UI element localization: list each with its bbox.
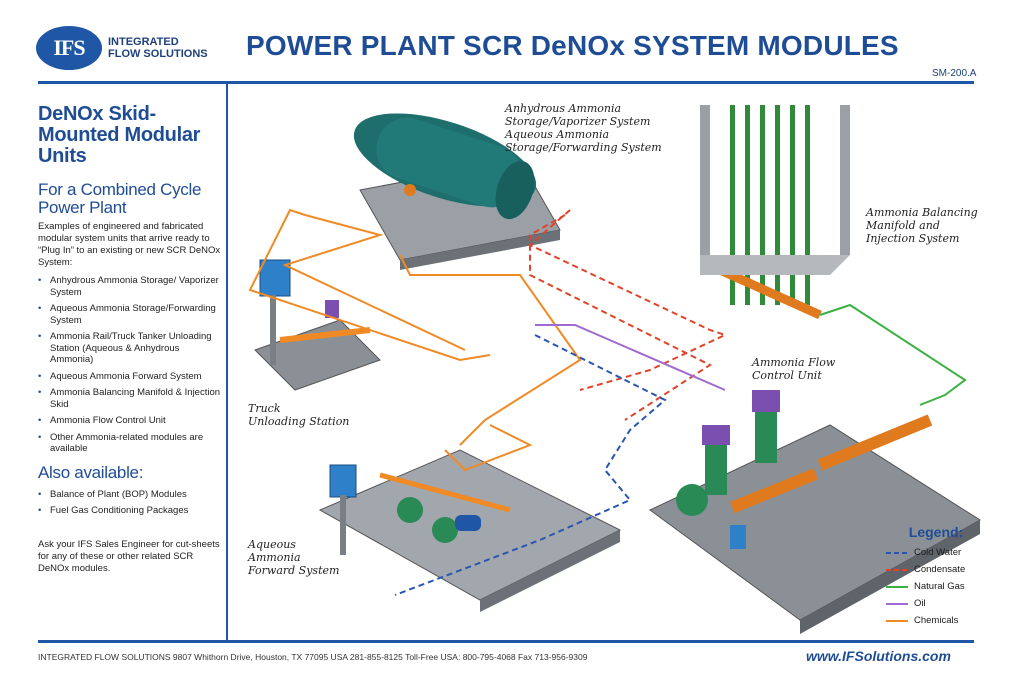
list-item: Ammonia Flow Control Unit — [38, 415, 222, 427]
logo-line-1: INTEGRATED — [108, 36, 179, 48]
truck-unloading-label: Truck Unloading Station — [248, 402, 349, 428]
truck-unloading-module — [254, 259, 381, 391]
legend-label: Chemicals — [914, 615, 959, 626]
bottom-divider — [38, 640, 974, 643]
label-line: Ammonia Flow — [752, 356, 836, 369]
label-line: Storage/Forwarding System — [505, 141, 662, 154]
list-item: Other Ammonia-related modules are availa… — [38, 432, 222, 455]
legend-item-cold-water: Cold Water — [886, 544, 986, 561]
legend-item-condensate: Condensate — [886, 561, 986, 578]
label-line: Aqueous — [248, 538, 296, 551]
page-title: POWER PLANT SCR DeNOx SYSTEM MODULES — [246, 30, 899, 61]
forward-system-label: Aqueous Ammonia Forward System — [248, 538, 339, 577]
sidebar-divider — [226, 84, 228, 640]
label-line: Ammonia Balancing — [866, 206, 978, 219]
label-line: Storage/Vaporizer System — [505, 115, 651, 128]
document-code: SM-200.A — [932, 68, 977, 79]
list-item: Aqueous Ammonia Storage/Forwarding Syste… — [38, 303, 222, 326]
also-available-list: Balance of Plant (BOP) Modules Fuel Gas … — [38, 489, 222, 517]
legend-label: Natural Gas — [914, 581, 965, 592]
oil-pipe — [535, 324, 726, 391]
sidebar-subheading: For a Combined Cycle Power Plant — [38, 180, 202, 217]
condensate-swatch — [886, 568, 908, 571]
condensate-pipe — [528, 209, 728, 421]
natural-gas-swatch — [886, 585, 908, 588]
footer-website-link[interactable]: www.IFSolutions.com — [806, 648, 951, 664]
label-line: Manifold and — [866, 219, 940, 232]
flow-control-label: Ammonia Flow Control Unit — [752, 356, 835, 382]
label-line: Anhydrous Ammonia — [505, 102, 622, 115]
natural-gas-pipe — [819, 303, 967, 406]
legend-item-chemicals: Chemicals — [886, 612, 986, 629]
chemicals-swatch — [886, 619, 908, 622]
sales-engineer-note: Ask your IFS Sales Engineer for cut-shee… — [38, 538, 220, 574]
diagram-illustration — [248, 105, 981, 634]
top-divider — [38, 81, 974, 84]
manifold-module — [700, 105, 850, 320]
legend-label: Condensate — [914, 564, 966, 575]
cold-water-pipe — [394, 334, 667, 596]
list-item: Aqueous Ammonia Forward System — [38, 371, 222, 383]
label-line: Injection System — [866, 232, 960, 245]
storage-label: Anhydrous Ammonia Storage/Vaporizer Syst… — [505, 102, 662, 154]
label-line: Control Unit — [752, 369, 822, 382]
manifold-label: Ammonia Balancing Manifold and Injection… — [866, 206, 978, 245]
flow-control-module — [649, 390, 981, 634]
label-line: Unloading Station — [248, 415, 350, 428]
sidebar-intro: Examples of engineered and fabricated mo… — [38, 221, 221, 268]
label-line: Aqueous Ammonia — [505, 128, 610, 141]
footer-address: INTEGRATED FLOW SOLUTIONS 9807 Whithorn … — [38, 652, 588, 662]
company-logo: IFS INTEGRATED FLOW SOLUTIONS — [36, 26, 226, 72]
legend-label: Cold Water — [914, 547, 962, 558]
legend-label: Oil — [914, 598, 926, 609]
legend-title: Legend: — [908, 524, 964, 540]
also-available-heading: Also available: — [38, 462, 144, 482]
oil-swatch — [886, 602, 908, 605]
storage-tank-module — [353, 113, 561, 270]
legend-item-natural-gas: Natural Gas — [886, 578, 986, 595]
cold-water-swatch — [886, 551, 908, 554]
list-item: Balance of Plant (BOP) Modules — [38, 489, 222, 501]
module-list: Anhydrous Ammonia Storage/ Vaporizer Sys… — [38, 275, 222, 455]
list-item: Anhydrous Ammonia Storage/ Vaporizer Sys… — [38, 275, 222, 298]
logo-text: INTEGRATED FLOW SOLUTIONS — [108, 36, 208, 60]
label-line: Truck — [248, 402, 281, 415]
legend: Legend: Cold Water Condensate Natural Ga… — [886, 524, 986, 629]
logo-mark: IFS — [36, 26, 102, 70]
label-line: Forward System — [248, 564, 340, 577]
forward-system-module — [318, 449, 622, 612]
list-item: Fuel Gas Conditioning Packages — [38, 505, 222, 517]
legend-item-oil: Oil — [886, 595, 986, 612]
page-header: IFS INTEGRATED FLOW SOLUTIONS POWER PLAN… — [0, 0, 1024, 90]
system-diagram: Anhydrous Ammonia Storage/Vaporizer Syst… — [230, 90, 990, 638]
label-line: Ammonia — [248, 551, 301, 564]
list-item: Ammonia Rail/Truck Tanker Unloading Stat… — [38, 331, 222, 366]
sidebar: DeNOx Skid-Mounted Modular Units For a C… — [38, 92, 222, 575]
logo-line-2: FLOW SOLUTIONS — [108, 48, 208, 60]
chemicals-pipe — [248, 208, 582, 472]
sidebar-heading: DeNOx Skid-Mounted Modular Units — [38, 103, 201, 167]
list-item: Ammonia Balancing Manifold & Injection S… — [38, 387, 222, 410]
